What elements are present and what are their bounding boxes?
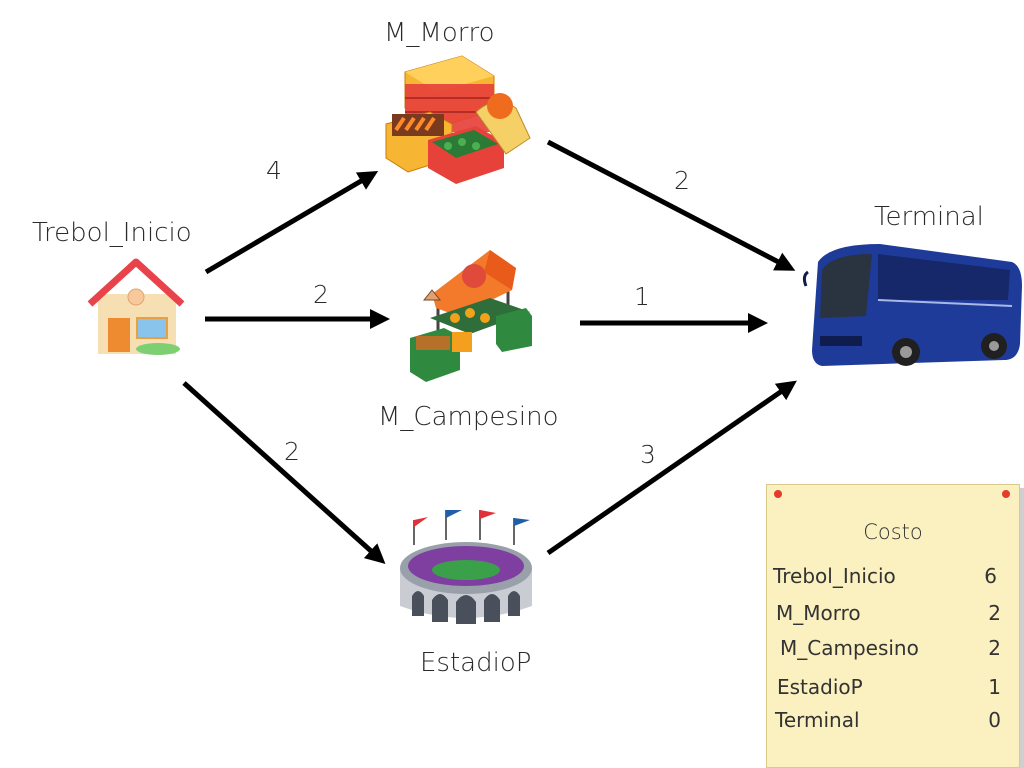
cost-row: Trebol_Inicio 6 xyxy=(767,564,1019,594)
cost-row-name: Terminal xyxy=(775,708,860,732)
bus-icon xyxy=(802,244,1022,366)
edge-weight-campesino-terminal: 1 xyxy=(634,282,650,311)
pin-right xyxy=(1002,490,1010,498)
node-label-estadio: EstadioP xyxy=(420,648,532,678)
cost-row: M_Campesino 2 xyxy=(767,636,1019,666)
cost-row: Terminal 0 xyxy=(767,708,1019,738)
edge-weight-trebol-campesino: 2 xyxy=(313,280,329,309)
edge-weight-trebol-morro: 4 xyxy=(266,156,282,185)
edge-trebol-morro xyxy=(204,170,379,275)
cost-row: M_Morro 2 xyxy=(767,601,1019,631)
cost-table-note: Costo Trebol_Inicio 6 M_Morro 2 M_Campes… xyxy=(766,484,1020,768)
cost-row: EstadioP 1 xyxy=(767,675,1019,705)
node-label-terminal: Terminal xyxy=(874,202,984,232)
stadium-icon xyxy=(400,510,532,624)
cost-row-name: Trebol_Inicio xyxy=(773,564,896,588)
edge-morro-terminal xyxy=(546,139,796,271)
edge-trebol-estadio xyxy=(182,381,386,565)
cost-row-value: 0 xyxy=(988,708,1001,732)
cost-row-value: 1 xyxy=(988,675,1001,699)
edge-estadio-terminal xyxy=(546,380,797,556)
cost-row-name: M_Campesino xyxy=(780,636,919,660)
produce-crates-icon xyxy=(385,55,531,184)
cost-row-value: 2 xyxy=(988,601,1001,625)
node-label-morro: M_Morro xyxy=(384,18,495,48)
cost-row-value: 2 xyxy=(988,636,1001,660)
node-label-campesino: M_Campesino xyxy=(378,402,559,432)
pin-left xyxy=(774,490,782,498)
cost-row-name: EstadioP xyxy=(777,675,863,699)
node-label-trebol: Trebol_Inicio xyxy=(32,218,192,248)
house-icon xyxy=(87,258,185,355)
edge-weight-estadio-terminal: 3 xyxy=(640,440,656,469)
cost-row-value: 6 xyxy=(984,564,997,588)
cost-table-title: Costo xyxy=(863,520,923,544)
edge-weight-morro-terminal: 2 xyxy=(674,166,690,195)
edge-weight-trebol-estadio: 2 xyxy=(284,437,300,466)
market-stall-icon xyxy=(410,250,532,382)
cost-row-name: M_Morro xyxy=(776,601,861,625)
